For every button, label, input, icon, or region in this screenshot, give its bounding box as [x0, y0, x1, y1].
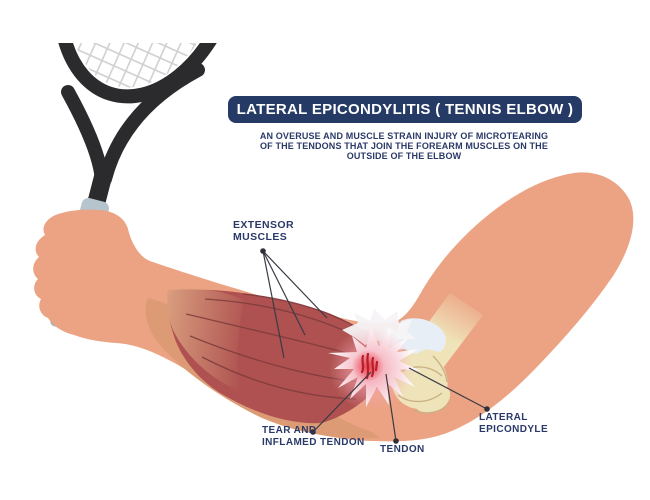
extensor-dot — [260, 248, 266, 254]
tear-leader — [312, 371, 372, 433]
tendon-dot — [393, 438, 399, 444]
lateral-leader — [408, 367, 488, 410]
subtitle-line-1: AN OVERUSE AND MUSCLE STRAIN INJURY OF M… — [259, 131, 549, 141]
label-tendon: TENDON — [380, 444, 425, 456]
title-banner: LATERAL EPICONDYLITIS ( TENNIS ELBOW ) — [228, 96, 582, 123]
leader-dots — [260, 248, 490, 444]
label-lateral-epicondyle: LATERAL EPICONDYLE — [479, 412, 548, 435]
extensor-leader-3 — [262, 250, 328, 319]
label-line: TEAR AND — [262, 425, 317, 436]
label-line: LATERAL — [479, 412, 528, 423]
label-tear-inflamed-tendon: TEAR AND INFLAMED TENDON — [262, 425, 365, 448]
subtitle-line-3: OUTSIDE OF THE ELBOW — [346, 151, 462, 161]
subtitle-line-2: OF THE TENDONS THAT JOIN THE FOREARM MUS… — [260, 141, 548, 151]
racket-frame — [52, 43, 248, 104]
extensor-leader-2 — [262, 250, 306, 336]
lateral-dot — [484, 406, 490, 412]
label-line: MUSCLES — [233, 231, 288, 243]
tear-dot — [310, 429, 316, 435]
label-line: EXTENSOR — [233, 219, 294, 231]
label-line: EPICONDYLE — [479, 423, 549, 435]
page-title: LATERAL EPICONDYLITIS ( TENNIS ELBOW ) — [236, 101, 574, 118]
extensor-leader-1 — [262, 250, 285, 359]
arm-skin — [33, 172, 634, 442]
leader-lines — [262, 250, 488, 442]
tendon-leader — [385, 373, 397, 442]
label-extensor-muscles: EXTENSOR MUSCLES — [233, 219, 294, 243]
label-line: TENDON — [380, 444, 425, 455]
subtitle: AN OVERUSE AND MUSCLE STRAIN INJURY OF M… — [214, 131, 594, 161]
label-line: INFLAMED TENDON — [262, 436, 365, 448]
